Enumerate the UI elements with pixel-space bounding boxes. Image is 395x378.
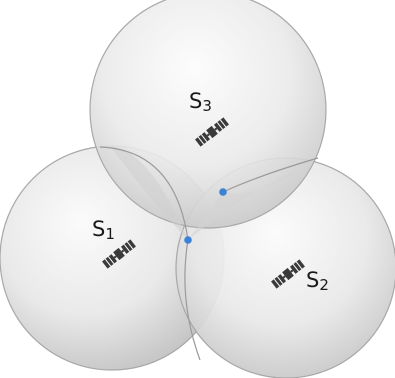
- arc-s1-s2: [184, 239, 201, 361]
- overlap-shading: [110, 146, 318, 240]
- intersection-point-lower: [184, 236, 192, 244]
- label-s2: S2: [306, 268, 329, 294]
- arc-s1-s3: [99, 146, 189, 241]
- arc-s3-s2: [222, 157, 319, 193]
- intersection-arcs: [99, 146, 319, 361]
- intersection-point-upper: [219, 188, 227, 196]
- label-s3: S3: [189, 89, 212, 115]
- label-s1: S1: [92, 217, 115, 243]
